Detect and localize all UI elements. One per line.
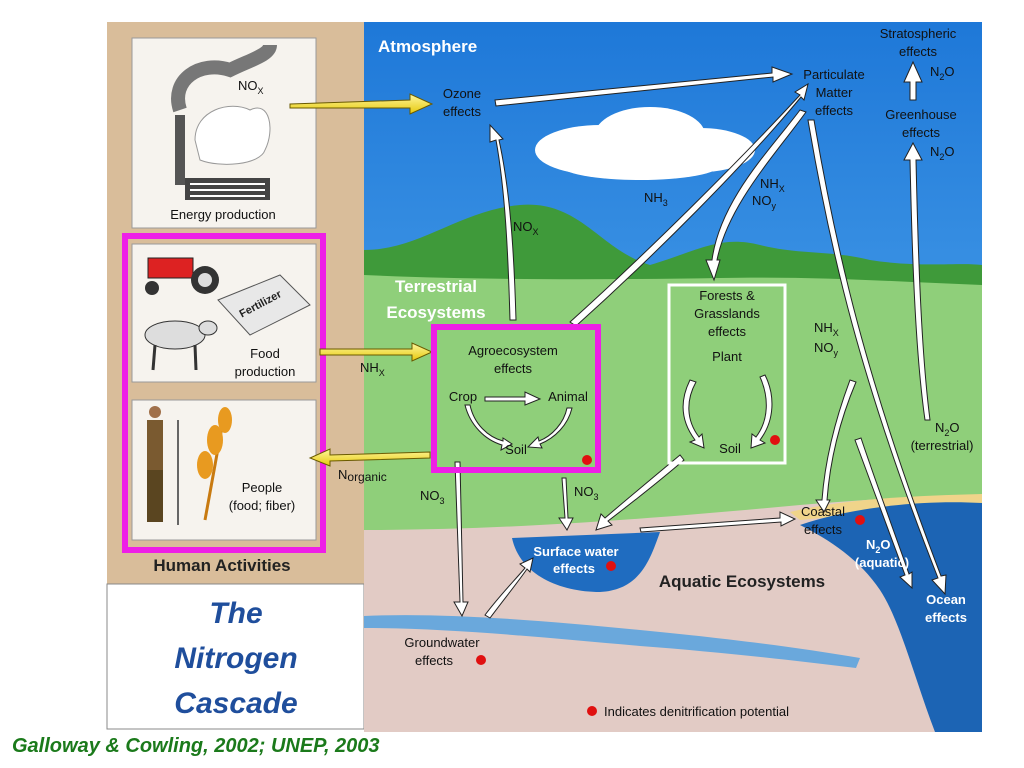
title-line3: Cascade <box>174 687 297 720</box>
plant-label: Plant <box>712 349 742 364</box>
surface-water-label-line1: Surface water <box>533 544 618 559</box>
groundwater-label-line1: Groundwater <box>404 635 480 650</box>
stratospheric-label-line1: Stratospheric <box>880 26 957 41</box>
n2o-aquatic-label: N2O <box>866 537 891 555</box>
factory-icon <box>171 43 277 200</box>
surface-denitrification-dot <box>606 561 616 571</box>
cascade-arrows <box>453 60 947 619</box>
cloud <box>535 107 755 180</box>
people-label-line2: (food; fiber) <box>229 498 295 513</box>
no3-left-label: NO3 <box>420 488 445 506</box>
noy-right-label: NOy <box>814 340 839 358</box>
nhx-atmos-label: NHX <box>760 176 785 194</box>
surface-water-label-line2: effects <box>553 561 595 576</box>
title-line2: Nitrogen <box>174 642 297 675</box>
food-people-highlight <box>122 233 326 553</box>
aquatic-paren-label: (aquatic) <box>855 555 909 570</box>
surface-water <box>512 532 660 592</box>
ocean <box>800 502 982 732</box>
animal-label: Animal <box>548 389 588 404</box>
people-label-line1: People <box>242 480 282 495</box>
crop-label: Crop <box>449 389 477 404</box>
ocean-label-line2: effects <box>925 610 967 625</box>
internal-cycle-arrows <box>464 374 773 451</box>
particulate-label-line3: effects <box>815 103 854 118</box>
food-production-label-line2: production <box>235 364 296 379</box>
nhx-right-label: NHX <box>814 320 839 338</box>
terrestrial-paren-label: (terrestrial) <box>911 438 974 453</box>
title-panel <box>106 583 365 730</box>
forests-label-line1: Forests & <box>699 288 755 303</box>
groundwater-stream <box>364 615 860 668</box>
groundwater-denitrification-dot <box>476 655 486 665</box>
aquatic-label: Aquatic Ecosystems <box>659 572 825 591</box>
agroecosystem-highlight <box>431 324 601 473</box>
norganic-flux-arrow <box>308 448 431 467</box>
noy-atmos-label: NOy <box>752 193 777 211</box>
stratospheric-label-line2: effects <box>899 44 938 59</box>
terrestrial-label-line2: Ecosystems <box>386 303 485 322</box>
n2o-greenhouse-label: N2O <box>930 144 955 162</box>
fertilizer-bag-icon <box>217 274 311 336</box>
citation: Galloway & Cowling, 2002; UNEP, 2003 <box>12 735 380 757</box>
nox-flux-arrow <box>289 93 434 115</box>
human-activities-label: Human Activities <box>153 556 290 575</box>
energy-nox-label: NOX <box>238 78 264 96</box>
norganic-label: Norganic <box>338 467 387 484</box>
ocean-label-line1: Ocean <box>926 592 966 607</box>
nhx-flux-arrow <box>319 342 434 362</box>
wheat-icon <box>197 407 232 521</box>
farmer-icon <box>147 406 179 525</box>
forests-box <box>667 283 787 465</box>
greenhouse-label-line2: effects <box>902 125 941 140</box>
greenhouse-label-line1: Greenhouse <box>885 107 957 122</box>
particulate-label-line2: Matter <box>816 85 854 100</box>
legend-dot <box>587 706 597 716</box>
forest-soil-label: Soil <box>719 441 741 456</box>
title-line1: The <box>209 597 262 630</box>
coastal-denitrification-dot <box>855 515 865 525</box>
forest-denitrification-dot <box>770 435 780 445</box>
food-production-label-line1: Food <box>250 346 280 361</box>
forests-label-line2: Grasslands <box>694 306 760 321</box>
atmosphere-label: Atmosphere <box>378 37 477 56</box>
legend-label: Indicates denitrification potential <box>604 704 789 719</box>
agro-label-line2: effects <box>494 361 533 376</box>
agro-soil-label: Soil <box>505 442 527 457</box>
particulate-label-line1: Particulate <box>803 67 864 82</box>
terrestrial-label-line1: Terrestrial <box>395 277 477 296</box>
nhx-food-label: NHX <box>360 360 385 378</box>
ozone-label-line1: Ozone <box>443 86 481 101</box>
ozone-label-line2: effects <box>443 104 482 119</box>
n2o-stratospheric-label: N2O <box>930 64 955 82</box>
denitrification-dots <box>476 435 865 716</box>
agro-denitrification-dot <box>582 455 592 465</box>
forests-label-line3: effects <box>708 324 747 339</box>
tractor-icon <box>145 257 219 295</box>
cow-icon <box>144 320 218 371</box>
n2o-terrestrial-label: N2O <box>935 420 960 438</box>
agro-label-line1: Agroecosystem <box>468 343 558 358</box>
groundwater-label-line2: effects <box>415 653 454 668</box>
nox-atmos-label: NOX <box>513 219 539 237</box>
coastal-label-line1: Coastal <box>801 504 845 519</box>
nh3-label: NH3 <box>644 190 668 208</box>
energy-production-label: Energy production <box>170 207 276 222</box>
no3-right-label: NO3 <box>574 484 599 502</box>
coastal-label-line2: effects <box>804 522 843 537</box>
